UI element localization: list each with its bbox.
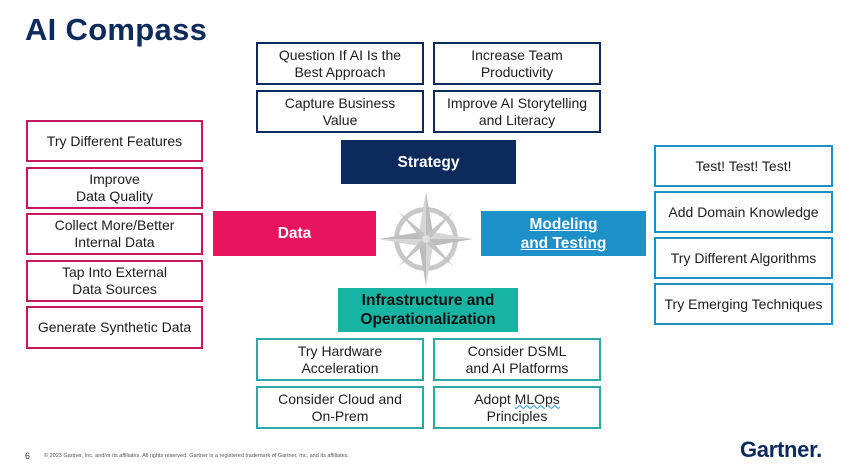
copyright-notice: © 2023 Gartner, Inc. and/or its affiliat… — [44, 453, 349, 459]
infra-item-hardware: Try Hardware Acceleration — [256, 338, 424, 381]
modeling-item-algorithms: Try Different Algorithms — [654, 237, 833, 279]
logo-dot: . — [816, 437, 822, 462]
page-title: AI Compass — [25, 12, 208, 47]
adopt-line2: Principles — [486, 407, 548, 424]
compass-rose-icon — [378, 191, 474, 287]
data-item-internal: Collect More/Better Internal Data — [26, 213, 203, 255]
page-number: 6 — [25, 451, 31, 461]
modeling-item-test: Test! Test! Test! — [654, 145, 833, 187]
gartner-logo: Gartner. — [740, 437, 822, 463]
data-hub: Data — [213, 211, 376, 256]
data-item-features: Try Different Features — [26, 120, 203, 162]
data-item-quality: Improve Data Quality — [26, 167, 203, 209]
infrastructure-hub: Infrastructure and Operationalization — [338, 288, 518, 332]
infra-item-cloud: Consider Cloud and On-Prem — [256, 386, 424, 429]
data-item-external: Tap Into External Data Sources — [26, 260, 203, 302]
mlops-word: MLOps — [514, 390, 560, 407]
strategy-item-team-productivity: Increase Team Productivity — [433, 42, 601, 85]
infra-item-dsml: Consider DSML and AI Platforms — [433, 338, 601, 381]
strategy-item-business-value: Capture Business Value — [256, 90, 424, 133]
adopt-prefix: Adopt — [474, 390, 515, 407]
logo-text: Gartner — [740, 437, 817, 462]
modeling-testing-hub: Modeling and Testing — [481, 211, 646, 256]
strategy-item-question-ai: Question If AI Is the Best Approach — [256, 42, 424, 85]
modeling-item-domain: Add Domain Knowledge — [654, 191, 833, 233]
data-item-synthetic: Generate Synthetic Data — [26, 306, 203, 349]
modeling-item-emerging: Try Emerging Techniques — [654, 283, 833, 325]
strategy-item-storytelling: Improve AI Storytelling and Literacy — [433, 90, 601, 133]
strategy-hub: Strategy — [341, 140, 516, 184]
